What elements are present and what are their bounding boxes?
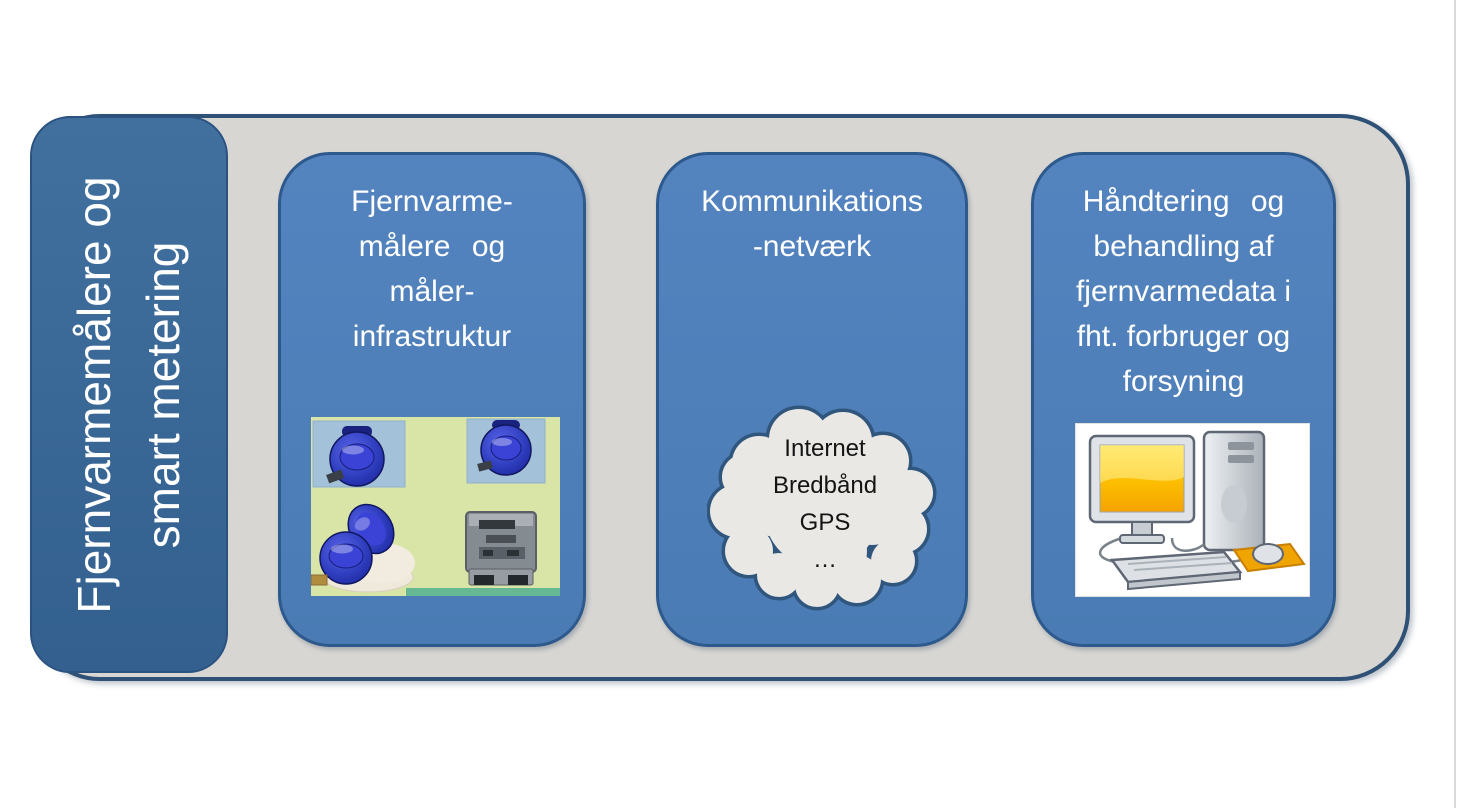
cloud-label-line: Internet [784,435,866,462]
desktop-computer-illustration [1075,423,1310,597]
box-title-line: målere og [358,230,506,263]
box-title-line: Fjernvarme- [351,185,513,218]
network-cloud: Internet Bredbånd GPS … [707,399,943,621]
box-title: Fjernvarme- målere og måler- infrastrukt… [281,179,583,359]
box-title-line: infrastruktur [352,320,512,353]
box-title-line: fjernvarmedata i [1075,275,1292,308]
sidebar-title: Fjernvarmemålere og smart metering [60,115,198,675]
sidebar-title-line: smart metering [137,241,189,548]
cloud-label-line: GPS [799,509,851,536]
cloud-label-line: … [813,546,837,573]
cloud-label-line: Bredbånd [772,472,878,499]
water-meter-photo-collage [311,417,560,596]
box-title-line: Håndtering og [1082,185,1285,218]
sidebar-title-line: Fjernvarmemålere og [68,175,120,614]
box-title-line: fht. forbruger og [1076,320,1291,353]
box-title-line: forsyning [1122,365,1245,398]
box-title-line: -netværk [752,230,872,263]
box-title-line: behandling af [1093,230,1274,263]
box-haandtering-og-behandling: Håndtering og behandling af fjernvarmeda… [1031,152,1336,647]
box-title-line: Kommunikations [701,185,923,218]
box-title: Håndtering og behandling af fjernvarmeda… [1034,179,1333,404]
sidebar-band: Fjernvarmemålere og smart metering [30,116,228,673]
box-title-line: måler- [389,275,475,308]
image-edge-artifact [1454,0,1456,808]
box-fjernvarmemaalere: Fjernvarme- målere og måler- infrastrukt… [278,152,586,647]
box-title: Kommunikations -netværk [659,179,965,269]
cloud-label: Internet Bredbånd GPS … [707,393,943,615]
box-kommunikationsnetvaerk: Kommunikations -netværk [656,152,968,647]
